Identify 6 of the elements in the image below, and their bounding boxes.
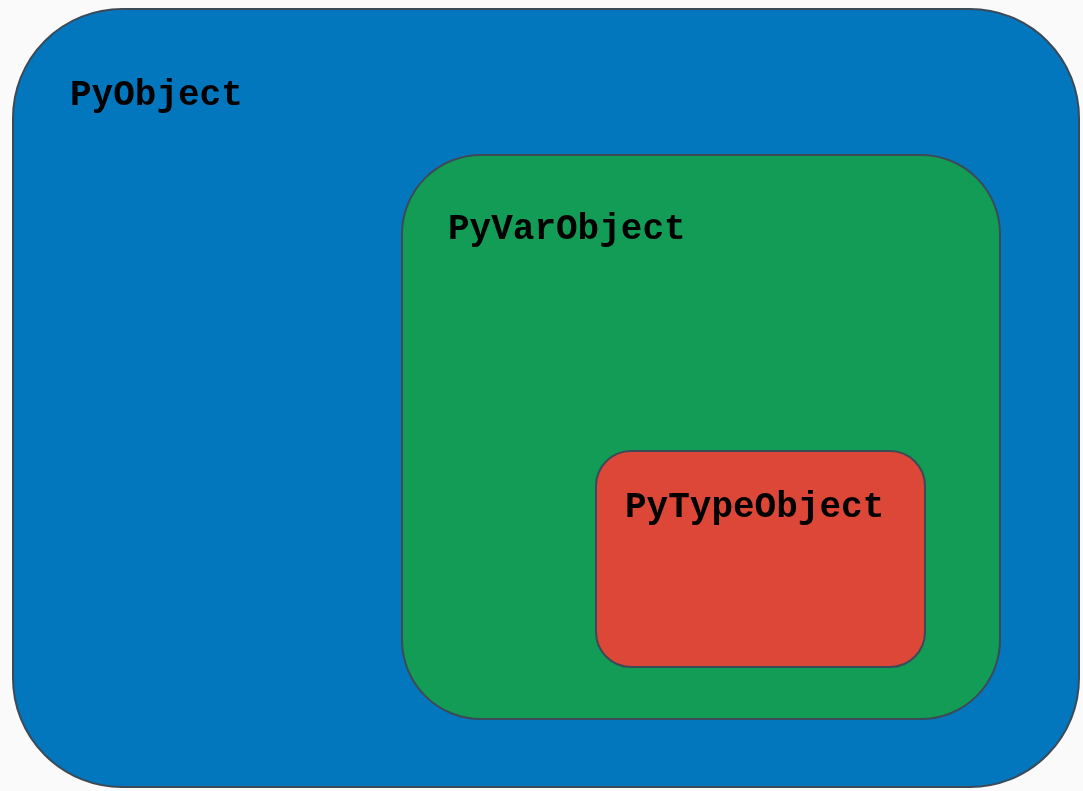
struct-name: PyObject — [70, 78, 243, 114]
nested-rounded-box — [12, 8, 1080, 788]
nested-rounded-box — [595, 450, 926, 668]
nested-rounded-box — [401, 154, 1001, 720]
struct-name: PyTypeObject — [625, 490, 885, 526]
struct-name: PyVarObject — [448, 212, 686, 248]
